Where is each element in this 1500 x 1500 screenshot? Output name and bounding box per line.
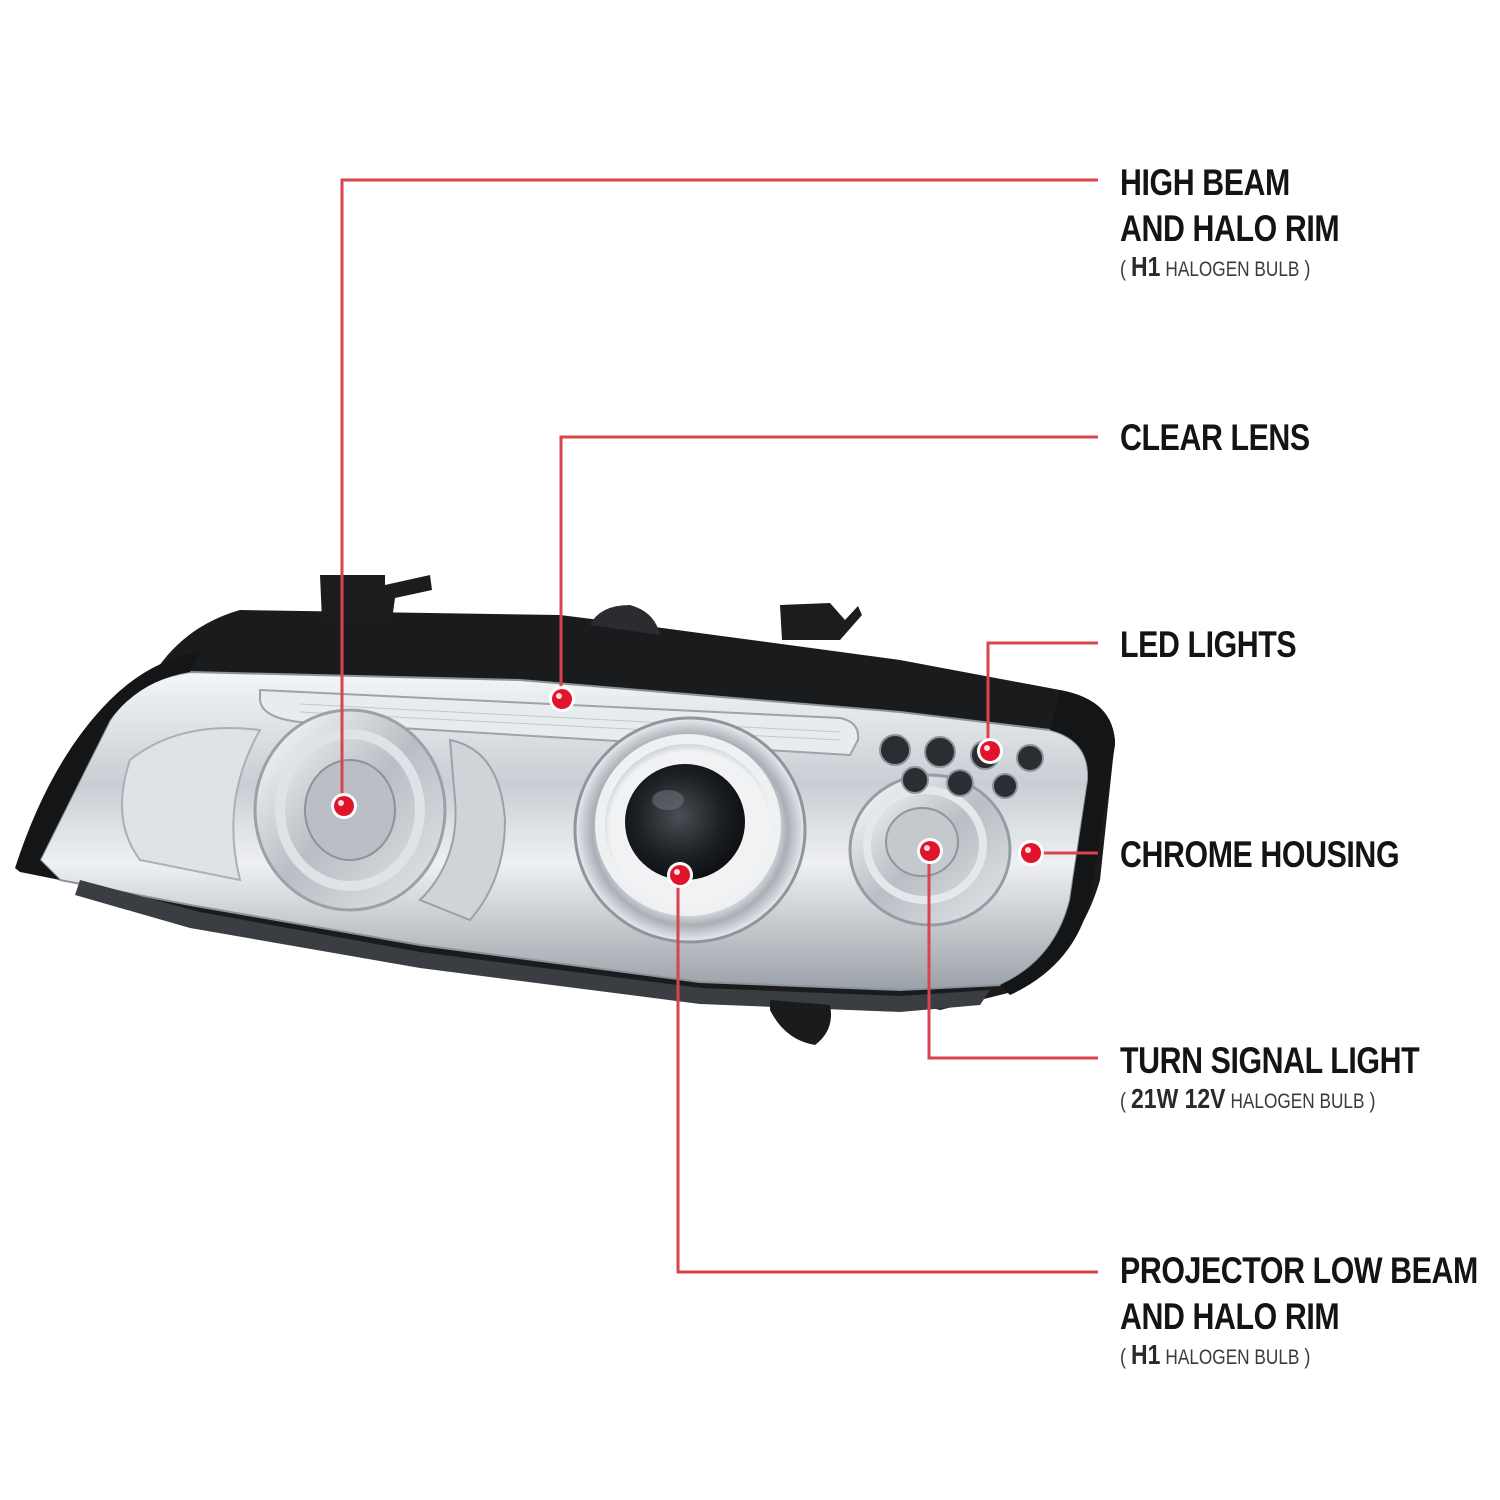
marker-shine-chrome-housing xyxy=(1025,847,1031,853)
marker-dot-turn-signal xyxy=(920,841,940,861)
callout-led-lights: LED LIGHTS xyxy=(1120,622,1335,668)
trim-right xyxy=(1000,690,1115,995)
callout-chrome-housing: CHROME HOUSING xyxy=(1120,832,1460,878)
callout-subtitle: ( 21W 12V HALOGEN BULB ) xyxy=(1120,1083,1376,1114)
bottom-bracket xyxy=(770,1000,831,1045)
leader-line-projector-low-beam xyxy=(676,876,1098,1274)
leader-line-led-lights xyxy=(986,641,1098,750)
callout-title: AND HALO RIM xyxy=(1120,208,1340,249)
callout-projector-low-beam: PROJECTOR LOW BEAM AND HALO RIM ( H1 HAL… xyxy=(1120,1248,1500,1373)
projector-halo xyxy=(595,734,781,916)
callout-title: TURN SIGNAL LIGHT xyxy=(1120,1040,1420,1081)
callout-subtitle: ( H1 HALOGEN BULB ) xyxy=(1120,1339,1311,1370)
callout-subtitle: ( H1 HALOGEN BULB ) xyxy=(1120,251,1311,282)
callout-turn-signal: TURN SIGNAL LIGHT ( 21W 12V HALOGEN BULB… xyxy=(1120,1038,1485,1117)
marker-dot-clear-lens xyxy=(552,689,572,709)
high-beam-halo xyxy=(275,729,425,891)
marker-dot-projector-low-beam xyxy=(670,865,690,885)
leader-line-clear-lens xyxy=(559,435,1098,697)
callout-title: PROJECTOR LOW BEAM xyxy=(1120,1250,1478,1291)
callout-title: CHROME HOUSING xyxy=(1120,834,1400,875)
leader-line-turn-signal xyxy=(927,852,1098,1060)
marker-dot-high-beam xyxy=(334,796,354,816)
marker-shine-led-lights xyxy=(984,745,990,751)
marker-shine-projector-low-beam xyxy=(674,869,680,875)
marker-dot-led-lights xyxy=(980,741,1000,761)
marker-dot-chrome-housing xyxy=(1021,843,1041,863)
marker-shine-high-beam xyxy=(338,800,344,806)
projector-lens xyxy=(625,764,745,880)
marker-shine-clear-lens xyxy=(556,693,562,699)
mounting-tab-left xyxy=(320,575,432,620)
leader-line-high-beam xyxy=(340,178,1098,805)
mounting-tab-right xyxy=(780,603,862,640)
lower-trim xyxy=(75,880,990,1012)
callout-title: LED LIGHTS xyxy=(1120,624,1297,665)
callout-title: CLEAR LENS xyxy=(1120,417,1310,458)
callout-title: AND HALO RIM xyxy=(1120,1296,1340,1337)
rear-cap xyxy=(590,605,660,635)
trim-left xyxy=(15,652,200,880)
marker-shine-turn-signal xyxy=(924,845,930,851)
callout-title: HIGH BEAM xyxy=(1120,162,1290,203)
callout-high-beam: HIGH BEAM AND HALO RIM ( H1 HALOGEN BULB… xyxy=(1120,160,1387,285)
callout-clear-lens: CLEAR LENS xyxy=(1120,415,1351,461)
